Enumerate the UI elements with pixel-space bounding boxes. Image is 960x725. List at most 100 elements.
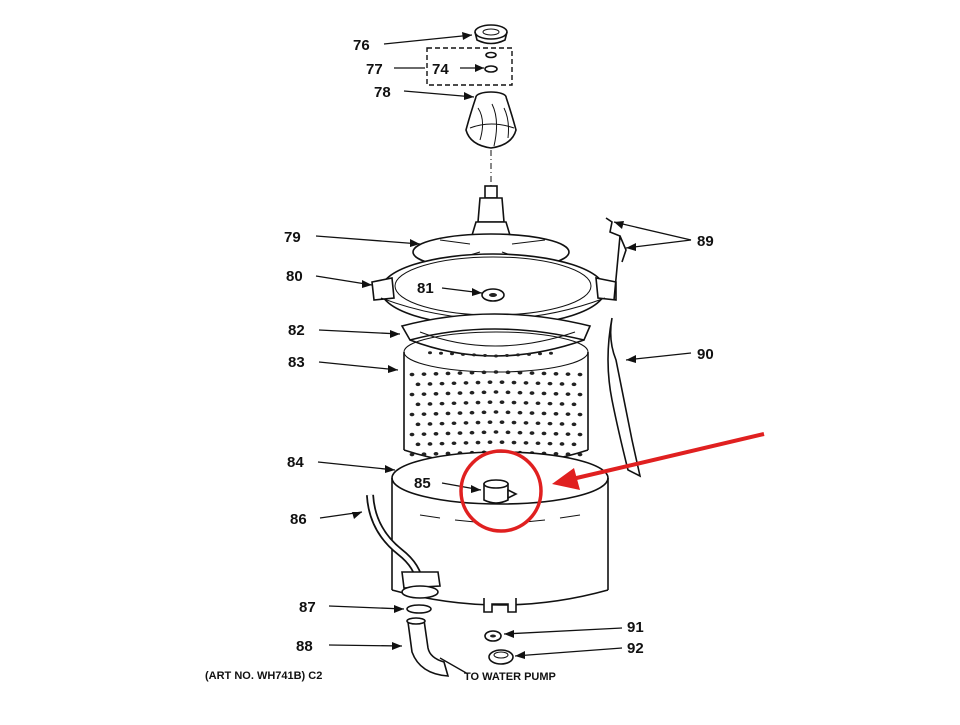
basket-hole [565,372,571,376]
part-87-clamp [406,604,432,614]
basket-perforations [409,351,583,457]
basket-hole [565,452,571,456]
basket-hole [523,401,529,405]
basket-hole [499,440,505,444]
basket-hole [516,353,520,357]
basket-hole [433,432,439,436]
leader-lines [315,34,692,675]
basket-hole [463,441,469,445]
basket-hole [511,420,517,425]
basket-hole [433,412,439,416]
basket-hole [439,351,443,355]
label-83: 83 [288,354,305,371]
basket-hole [439,421,445,426]
part-81-nut [481,288,505,302]
label-85: 85 [414,475,431,492]
part-77-group-box [426,47,513,86]
label-89: 89 [697,233,714,250]
label-81: 81 [417,280,434,297]
label-74: 74 [432,61,449,78]
basket-hole [457,431,463,435]
basket-hole [433,452,439,456]
highlight-circle [459,449,543,533]
basket-hole [565,432,571,436]
label-86: 86 [290,511,307,528]
basket-hole [577,412,583,417]
basket-hole [481,390,487,395]
part-83-basket [403,331,589,466]
basket-hole [493,430,499,434]
basket-hole [427,442,433,446]
basket-hole [463,381,469,385]
basket-hole [457,371,463,375]
basket-hole [451,401,457,406]
label-87: 87 [299,599,316,616]
basket-hole [517,410,523,415]
basket-hole [538,352,542,356]
basket-hole [547,421,553,426]
basket-hole [469,370,475,375]
basket-hole [469,390,475,395]
basket-hole [547,401,553,406]
label-91: 91 [627,619,644,636]
basket-hole [571,382,577,387]
label-78: 78 [374,84,391,101]
part-74-washer [484,51,498,73]
highlight-arrow-shaft [567,432,765,482]
part-85-valve [483,479,518,504]
basket-hole [487,440,493,444]
basket-hole [415,382,421,387]
basket-hole [421,452,427,456]
basket-hole [541,371,547,376]
basket-hole [487,400,493,404]
basket-hole [559,442,565,446]
basket-hole [439,401,445,406]
basket-hole [523,441,529,445]
basket-hole [445,431,451,436]
basket-hole [571,442,577,447]
basket-hole [499,380,505,384]
basket-hole [511,380,517,385]
basket-hole [469,410,475,415]
label-77: 77 [366,61,383,78]
part-82-hub-ring [400,313,592,357]
basket-hole [565,392,571,396]
basket-hole [529,431,535,435]
label-84: 84 [287,454,304,471]
basket-hole [517,390,523,395]
highlight-arrow-head [552,468,580,490]
basket-hole [445,391,451,396]
part-92-nut [488,649,514,665]
basket-hole [577,392,583,397]
basket-hole [472,353,476,357]
basket-hole [409,412,415,417]
basket-hole [475,400,481,405]
basket-hole [527,352,531,356]
basket-hole [421,412,427,416]
basket-hole [505,390,511,395]
basket-hole [571,402,577,407]
basket-hole [523,421,529,425]
basket-hole [421,432,427,436]
basket-hole [559,402,565,406]
basket-hole [463,421,469,425]
basket-hole [487,420,493,424]
basket-hole [494,354,498,358]
basket-hole [457,411,463,415]
basket-hole [559,422,565,426]
basket-hole [445,371,451,376]
basket-hole [409,452,415,457]
basket-hole [577,432,583,437]
basket-hole [461,352,465,356]
part-76-cap [474,24,508,45]
part-86-hose [366,494,441,599]
label-92: 92 [627,640,644,657]
basket-hole [421,372,427,376]
basket-hole [433,392,439,396]
basket-hole [439,381,445,386]
basket-hole [457,391,463,395]
basket-hole [529,391,535,395]
basket-hole [499,400,505,404]
label-79: 79 [284,229,301,246]
